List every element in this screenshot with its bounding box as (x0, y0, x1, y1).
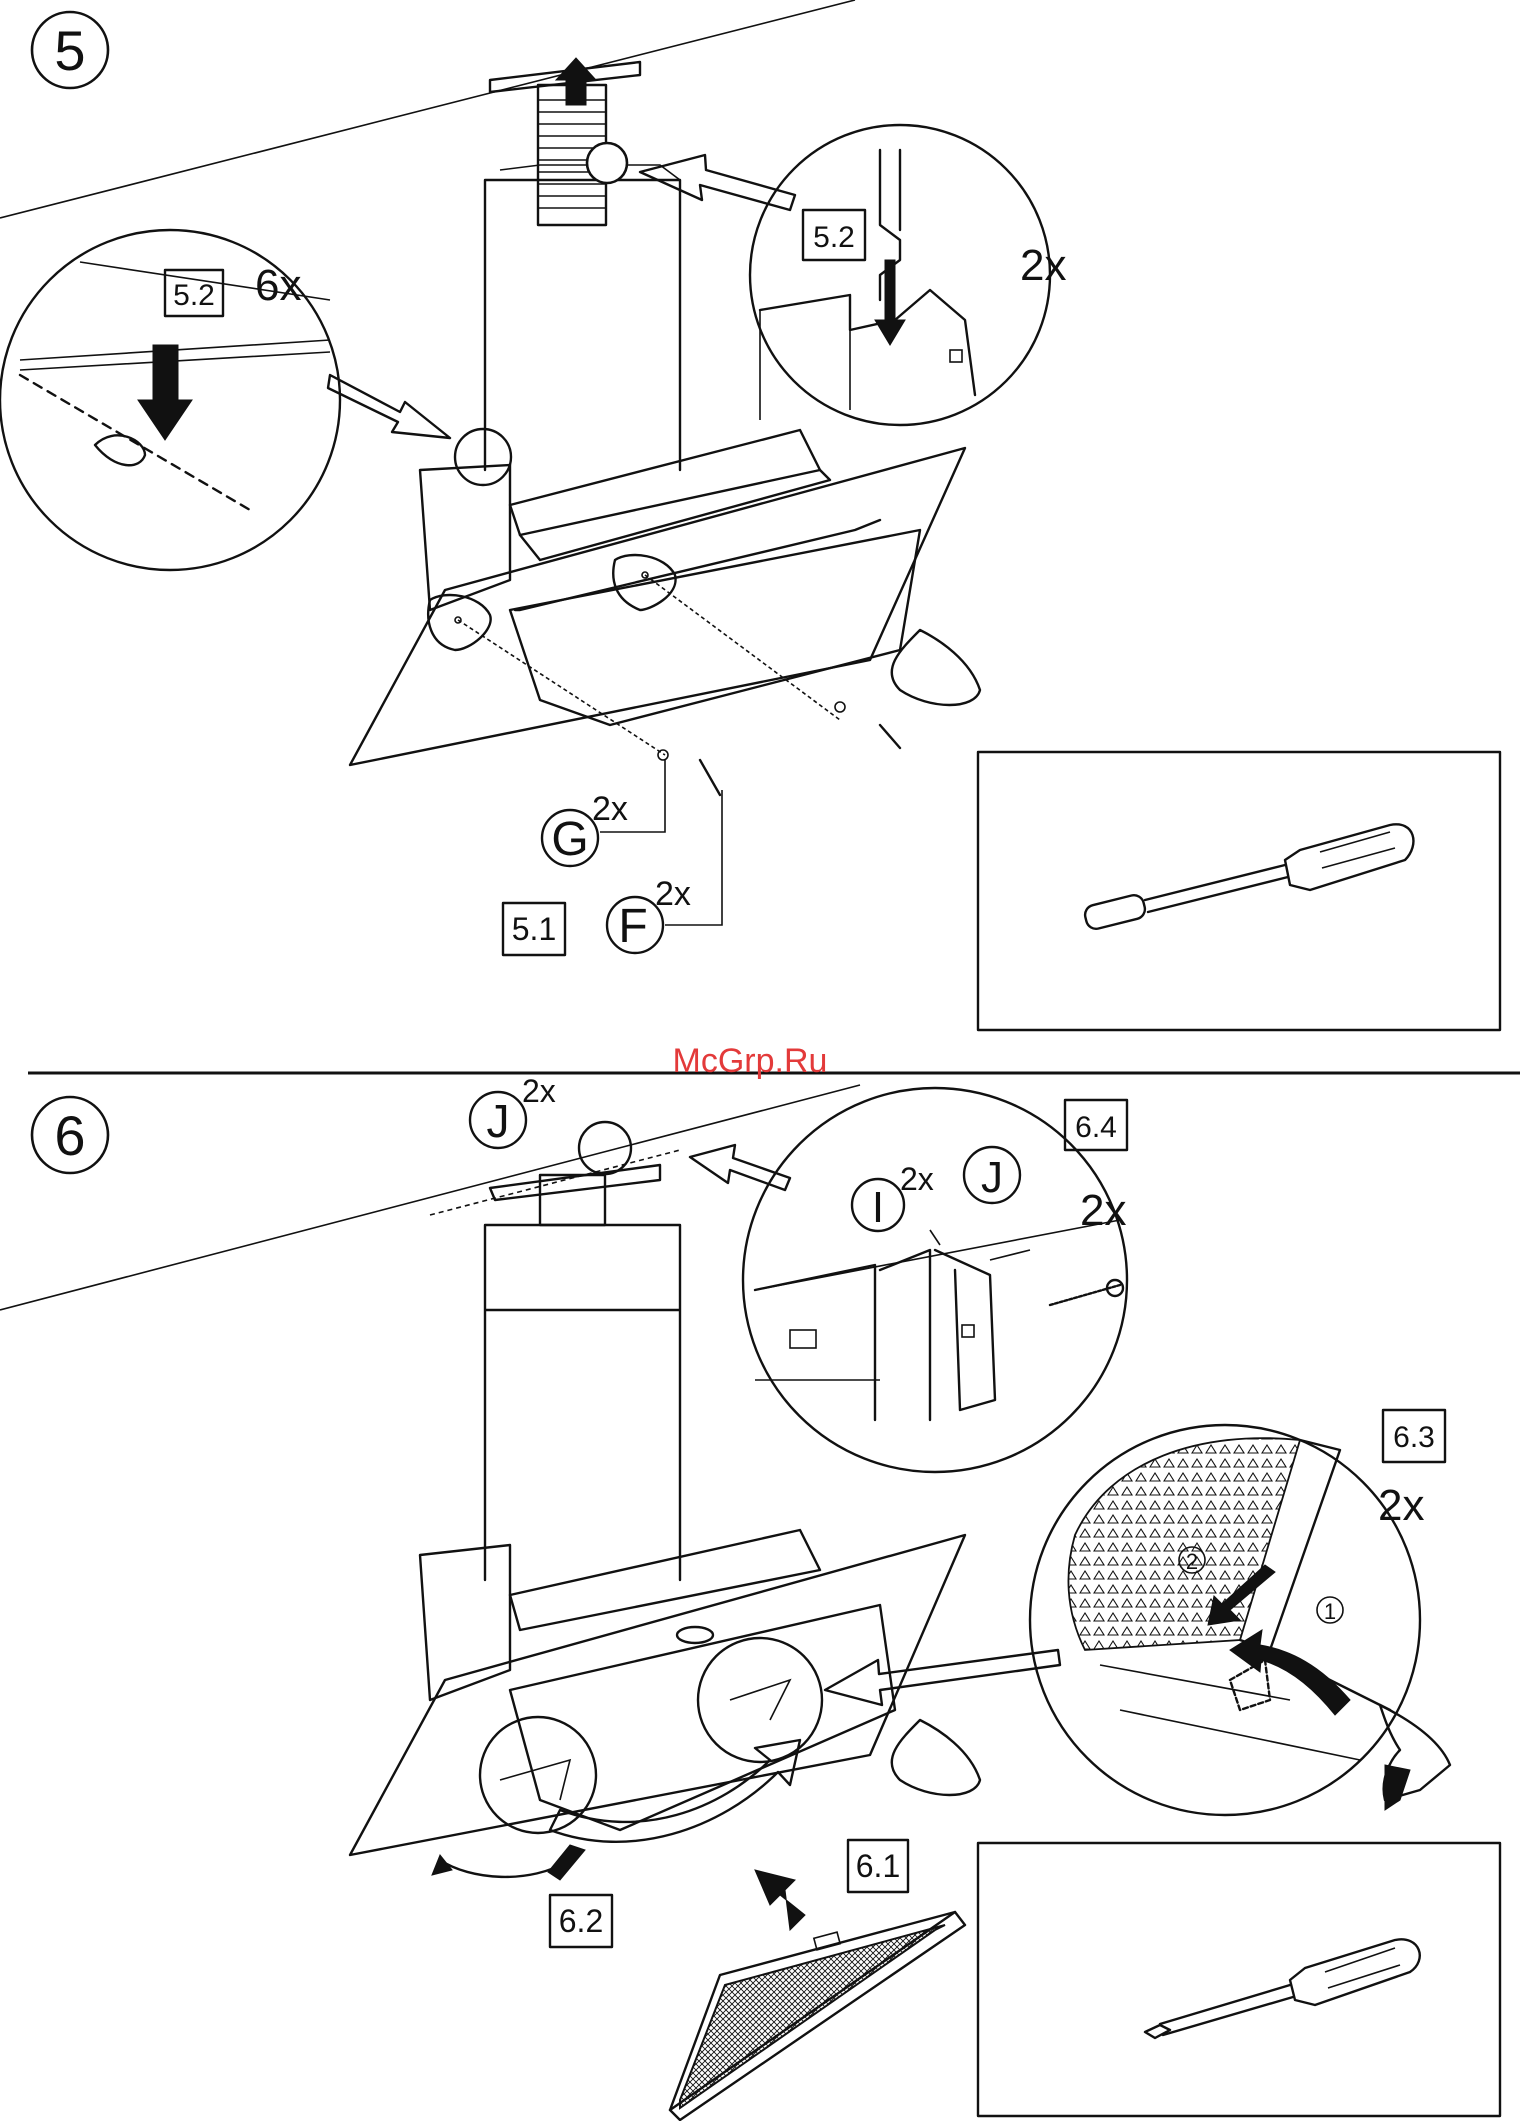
step-5-section: 5 (0, 0, 1500, 1030)
label-5-1: 5.1 (503, 903, 565, 955)
part-i-qty: 2x (900, 1161, 934, 1197)
part-i-letter: I (872, 1183, 884, 1232)
hood-body-5 (350, 429, 980, 795)
part-j-top-qty: 2x (522, 1073, 556, 1109)
quantity-2x-5: 2x (1020, 241, 1066, 290)
ceiling-line-5 (0, 0, 855, 218)
part-g-letter: G (551, 813, 588, 866)
chimney-5 (485, 58, 680, 470)
hood-body-6 (350, 1530, 980, 1880)
quantity-6x: 6x (255, 261, 301, 310)
part-g-qty: 2x (592, 790, 628, 828)
label-6-4: 6.4 (1075, 1111, 1117, 1144)
svg-text:5.1: 5.1 (512, 911, 556, 947)
tool-box-5 (978, 752, 1500, 1030)
label-5-2-right: 5.2 (813, 221, 855, 254)
marker-one: 1 (1324, 1599, 1336, 1624)
chimney-6 (430, 1122, 680, 1580)
zoom-bubble-left-5: 5.2 6x (0, 230, 450, 570)
grease-filter: 6.1 (670, 1840, 965, 2120)
step-5-number: 5 (54, 19, 85, 82)
label-5-2-left: 5.2 (173, 279, 215, 312)
label-6-2: 6.2 (550, 1895, 612, 1947)
phillips-screwdriver-icon (1145, 1939, 1420, 2038)
zoom-bubble-6-4: I 2x J 2x 6.4 (690, 1088, 1127, 1472)
quantity-2x-6-3: 2x (1378, 1481, 1424, 1530)
part-f-qty: 2x (655, 875, 691, 913)
part-f-letter: F (618, 900, 647, 953)
watermark: McGrp.Ru (673, 1042, 828, 1080)
label-6-3: 6.3 (1393, 1421, 1435, 1454)
label-6-1: 6.1 (856, 1848, 900, 1884)
ceiling-line-6 (0, 1085, 860, 1310)
svg-text:6.2: 6.2 (559, 1903, 603, 1939)
socket-screwdriver-icon (1083, 824, 1413, 931)
step-6-number: 6 (54, 1104, 85, 1167)
part-j-top-letter: J (487, 1095, 510, 1147)
part-j-top: J 2x (470, 1073, 556, 1148)
quantity-2x-6-4: 2x (1080, 1186, 1126, 1235)
marker-two: 2 (1186, 1549, 1198, 1574)
zoom-bubble-right-5: 5.2 2x (640, 125, 1066, 425)
step-6-section: 6 J 2x (0, 1073, 1500, 2120)
part-j-letter: J (981, 1153, 1003, 1202)
tool-box-6 (978, 1843, 1500, 2116)
part-g: G 2x (542, 760, 665, 866)
